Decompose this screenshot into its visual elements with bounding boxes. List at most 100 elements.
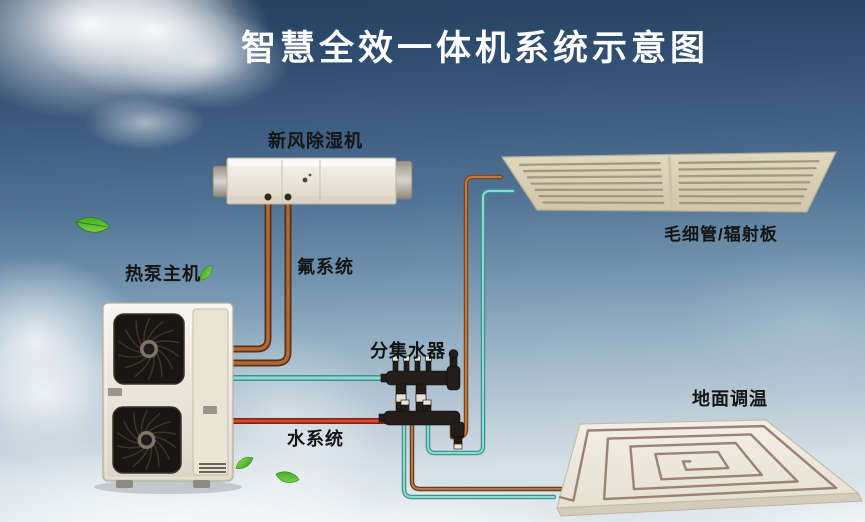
cloud <box>85 95 205 150</box>
leaf-icon <box>275 471 300 483</box>
manifold-top-bar <box>385 370 457 386</box>
fan-blade <box>133 412 140 437</box>
panel-seam <box>667 156 674 210</box>
manifold-end-fitting <box>446 365 461 391</box>
capillary-tube-line <box>523 168 662 173</box>
capillary-tube-line <box>526 175 662 179</box>
decorative-leaves <box>75 217 300 483</box>
fan-blade <box>147 421 171 433</box>
manifold-end-ball <box>448 349 459 359</box>
fan-blade <box>124 356 148 369</box>
fan-blade <box>145 446 153 471</box>
capillary-radiant-panel <box>500 151 837 213</box>
label-fluorine-system: 氟系统 <box>297 257 354 277</box>
fan-blades-bottom <box>116 409 177 471</box>
fan-hub-center <box>141 434 152 446</box>
connector-band <box>415 393 427 403</box>
fluorine-pipe <box>229 196 270 351</box>
fan-blade <box>153 435 177 449</box>
fan-blade <box>118 340 142 354</box>
logo-mark <box>308 173 312 177</box>
fan-blade <box>144 412 161 433</box>
fan-blade <box>153 443 160 468</box>
floor-heating-pipe <box>411 423 562 490</box>
unit-foot <box>116 480 133 488</box>
capillary-tube-line <box>678 160 820 164</box>
page-title: 智慧全效一体机系统示意图 <box>240 29 709 68</box>
radiant-panel-pipe <box>451 176 502 438</box>
water-manifold <box>378 349 465 450</box>
fan-blades-top <box>118 317 180 381</box>
floor-heating-pipe <box>409 421 564 492</box>
valve-cap <box>400 399 410 406</box>
dehumidifier-top-highlight <box>229 160 394 166</box>
heat-pump-inner-frame <box>105 305 231 479</box>
fresh-air-dehumidifier <box>212 157 413 205</box>
floor-heating-pipe <box>403 423 555 498</box>
unit-foot <box>193 480 210 488</box>
capillary-tube-line <box>678 181 811 184</box>
nameplate <box>108 388 122 396</box>
dehumidifier-panel-seams <box>281 160 321 202</box>
fan-blade <box>134 356 152 378</box>
fan-blade <box>116 445 142 449</box>
fan-blade <box>118 354 145 358</box>
leaf-icon <box>199 265 213 281</box>
label-manifold: 分集水器 <box>370 341 446 361</box>
leaf-icon <box>235 457 254 469</box>
fan-blade <box>116 431 140 445</box>
floor-heating-coil <box>558 424 838 502</box>
fan-blade <box>146 320 164 342</box>
capillary-tube-line <box>678 174 814 178</box>
fan-blade <box>155 352 163 378</box>
logo-mark <box>302 177 308 183</box>
fan-hub-center <box>143 343 155 355</box>
valve-cap <box>453 443 463 450</box>
fan-blade <box>143 317 151 343</box>
capillary-tube-line <box>678 167 817 171</box>
manifold-end-fitting <box>450 421 465 439</box>
capillary-tubes <box>519 156 820 210</box>
fluorine-pipe <box>229 196 290 365</box>
nameplate <box>203 406 217 414</box>
label-dehumidifier: 新风除湿机 <box>268 131 363 151</box>
dehumidifier-body <box>226 157 397 205</box>
capillary-tube-line <box>519 162 661 166</box>
leaf-icon <box>75 217 111 233</box>
pipe-port <box>264 193 272 201</box>
radiant-panel-pipe <box>449 174 504 440</box>
valve-cap <box>392 355 399 362</box>
valve-cap <box>422 399 432 406</box>
capillary-tube-line <box>530 181 663 185</box>
fan-blade <box>156 348 174 370</box>
label-water-system: 水系统 <box>287 429 344 449</box>
vent-louver <box>199 463 226 473</box>
floor-coil-spiral <box>558 424 838 502</box>
cloud <box>120 10 290 110</box>
duct-stub-right <box>393 160 413 200</box>
radiant-panel-pipe <box>427 190 514 454</box>
floor-heating-panel <box>556 419 863 517</box>
valve-cap <box>425 355 432 362</box>
label-floor-heating: 地面调温 <box>692 389 768 409</box>
fan-blade <box>132 447 149 468</box>
fan-blade <box>150 329 174 342</box>
valve-cap <box>403 355 410 362</box>
heat-pump-side-panel <box>192 308 229 476</box>
pipe-port <box>284 193 292 201</box>
fan-blade <box>151 431 177 435</box>
fan-blade <box>140 409 148 434</box>
manifold-bottom-bar <box>383 410 461 426</box>
fluorine-pipe <box>227 194 292 367</box>
fan-blade <box>122 447 146 459</box>
dehumidifier-bottom-shade <box>229 196 394 203</box>
fan-blade <box>124 328 142 350</box>
fluorine-pipes <box>227 194 292 367</box>
valve-cap <box>414 355 421 362</box>
fan-blade <box>153 340 180 344</box>
label-heat-pump: 热泵主机 <box>125 264 201 284</box>
heat-pump-unit <box>94 302 242 494</box>
fan-blade <box>147 355 155 381</box>
